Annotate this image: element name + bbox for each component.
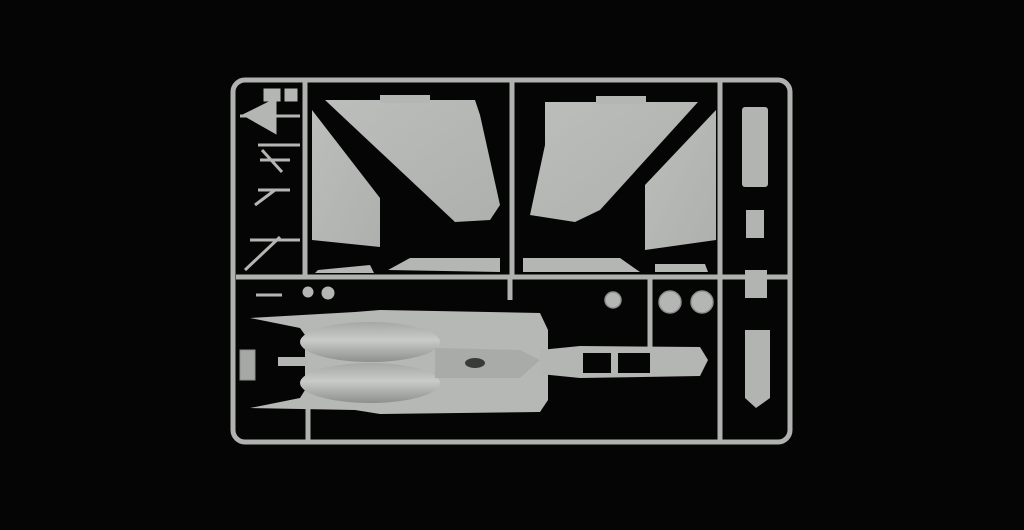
right-horizontal-stabilizer bbox=[530, 96, 698, 222]
main-wheels bbox=[658, 290, 714, 314]
sprue-tag bbox=[239, 349, 256, 381]
sprue-frame bbox=[230, 77, 793, 445]
nose-wheel bbox=[604, 291, 622, 309]
right-column-parts bbox=[742, 107, 770, 408]
cockpit-tub-nose bbox=[540, 346, 708, 378]
small-detail-parts bbox=[240, 88, 335, 300]
lower-fuselage-half bbox=[250, 310, 548, 414]
left-vertical-fin bbox=[312, 110, 500, 273]
left-horizontal-stabilizer bbox=[325, 95, 500, 222]
right-vertical-fin bbox=[523, 110, 716, 272]
